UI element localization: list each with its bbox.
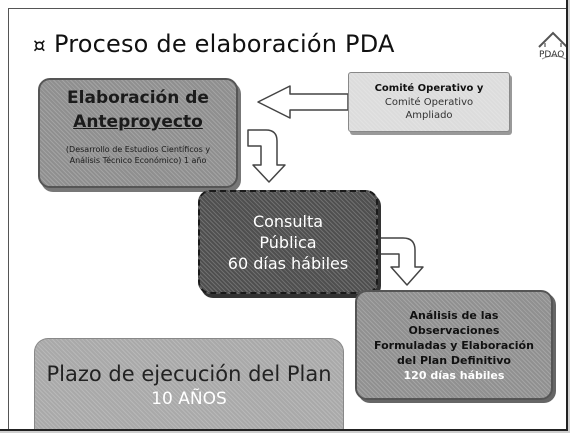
slide-title: ¤ Proceso de elaboración PDA bbox=[33, 30, 395, 58]
analisis-line2: Observaciones bbox=[408, 323, 500, 337]
comite-line1: Comité Operativo y bbox=[374, 83, 484, 94]
pdao-logo-icon bbox=[538, 31, 566, 60]
slide-left-border bbox=[8, 8, 9, 429]
node-elaboracion-anteproyecto: Elaboración de Anteproyecto (Desarrollo … bbox=[38, 78, 238, 188]
consulta-line2: Pública bbox=[259, 232, 317, 252]
node-comite-operativo: Comité Operativo y Comité Operativo Ampl… bbox=[348, 72, 510, 132]
comite-line2-3: Comité Operativo Ampliado bbox=[385, 96, 473, 122]
elaboracion-subtitle: (Desarrollo de Estudios Científicos y An… bbox=[66, 144, 210, 166]
consulta-line3: 60 días hábiles bbox=[227, 253, 349, 273]
title-text: Proceso de elaboración PDA bbox=[53, 30, 395, 58]
plazo-line2: 10 AÑOS bbox=[151, 389, 227, 409]
comite-line3: Ampliado bbox=[405, 110, 453, 121]
analisis-line3: Formuladas y Elaboración bbox=[374, 338, 534, 352]
arrow-elaboracion-to-consulta bbox=[247, 129, 286, 183]
elaboracion-subtitle-line2: Análisis Técnico Económico) 1 año bbox=[69, 156, 207, 165]
arrow-comite-to-elaboracion bbox=[257, 85, 349, 119]
title-bullet: ¤ bbox=[33, 33, 46, 57]
node-consulta-publica: Consulta Pública 60 días hábiles bbox=[198, 190, 378, 294]
elaboracion-title-line1: Elaboración de bbox=[67, 88, 209, 108]
consulta-text: Consulta Pública 60 días hábiles bbox=[228, 211, 348, 274]
comite-line2: Comité Operativo bbox=[384, 97, 474, 108]
plazo-line1: Plazo de ejecución del Plan bbox=[46, 362, 332, 386]
analisis-line1: Análisis de las bbox=[409, 308, 499, 322]
elaboracion-subtitle-line1: (Desarrollo de Estudios Científicos y bbox=[65, 145, 211, 154]
analisis-duration: 120 días hábiles bbox=[403, 368, 505, 382]
slide-top-border bbox=[8, 8, 566, 9]
arrow-consulta-to-analisis bbox=[379, 237, 424, 286]
analisis-text: Análisis de las Observaciones Formuladas… bbox=[374, 308, 534, 368]
logo-text: PDAO bbox=[539, 50, 565, 60]
elaboracion-title: Elaboración de Anteproyecto bbox=[67, 86, 209, 134]
analisis-line4: del Plan Definitivo bbox=[397, 353, 511, 367]
elaboracion-title-line2: Anteproyecto bbox=[73, 112, 203, 132]
consulta-line1: Consulta bbox=[252, 211, 324, 231]
node-plazo-ejecucion: Plazo de ejecución del Plan 10 AÑOS bbox=[34, 338, 344, 429]
node-analisis-observaciones: Análisis de las Observaciones Formuladas… bbox=[355, 290, 553, 400]
